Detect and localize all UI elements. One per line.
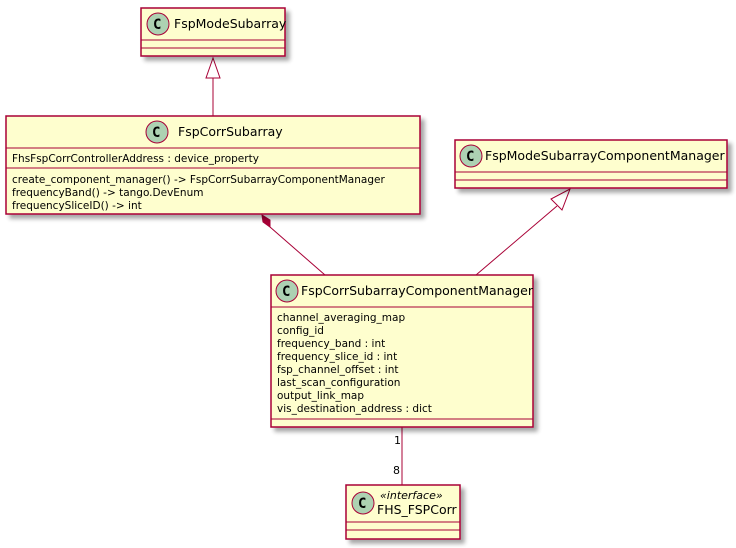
attribute: channel_averaging_map — [277, 312, 405, 324]
class-name: FspCorrSubarray — [178, 124, 283, 139]
class-name: FHS_FSPCorr — [377, 502, 458, 517]
hollow-triangle-arrowhead — [205, 56, 221, 79]
class-c-icon: C — [145, 120, 169, 144]
filled-diamond-composition — [261, 214, 271, 228]
attribute: output_link_map — [277, 390, 364, 402]
method: frequencyBand() -> tango.DevEnum — [12, 187, 203, 199]
stereotype: «interface» — [380, 489, 443, 502]
method: frequencySliceID() -> int — [12, 200, 142, 212]
multiplicity-target: 8 — [393, 464, 400, 477]
class-c-icon: C — [275, 279, 299, 303]
method: create_component_manager() -> FspCorrSub… — [12, 174, 385, 186]
class-fhs-fspcorr[interactable]: C «interface» FHS_FSPCorr — [345, 484, 461, 540]
class-c-icon: C — [351, 491, 375, 515]
attribute: FhsFspCorrControllerAddress : device_pro… — [12, 153, 259, 165]
class-fspcorrsubarraycomponentmanager[interactable]: C FspCorrSubarrayComponentManager channe… — [270, 274, 534, 428]
class-c-icon: C — [459, 144, 483, 168]
svg-text:C: C — [282, 284, 290, 300]
svg-text:C: C — [466, 149, 474, 165]
svg-text:C: C — [152, 125, 160, 141]
class-name: FspModeSubarrayComponentManager — [485, 148, 725, 163]
class-fspmodesubarray[interactable]: C FspModeSubarray — [140, 7, 287, 57]
attribute: fsp_channel_offset : int — [277, 364, 399, 376]
attribute: frequency_band : int — [277, 338, 385, 350]
attribute: last_scan_configuration — [277, 377, 400, 389]
multiplicity-source: 1 — [394, 434, 401, 447]
class-fspcorrsubarray[interactable]: C FspCorrSubarray FhsFspCorrControllerAd… — [5, 115, 421, 215]
svg-text:C: C — [358, 496, 366, 512]
class-name: FspCorrSubarrayComponentManager — [301, 283, 534, 298]
attribute: vis_destination_address : dict — [277, 403, 432, 415]
composition-fspcorrsubarray-componentmanager — [261, 214, 326, 276]
class-name: FspModeSubarray — [174, 16, 287, 31]
generalization-fspcorrsubarray-to-fspmodesubarray — [205, 56, 221, 116]
svg-text:C: C — [153, 17, 161, 33]
attribute: config_id — [277, 325, 324, 337]
class-c-icon: C — [146, 12, 170, 36]
class-fspmodesubarraycomponentmanager[interactable]: C FspModeSubarrayComponentManager — [454, 139, 728, 189]
association-componentmanager-fhsfspcorr: 1 8 — [393, 427, 403, 485]
generalization-componentmanager-to-modecomponentmanager — [475, 187, 571, 276]
hollow-triangle-arrowhead — [550, 187, 571, 211]
attribute: frequency_slice_id : int — [277, 351, 397, 363]
